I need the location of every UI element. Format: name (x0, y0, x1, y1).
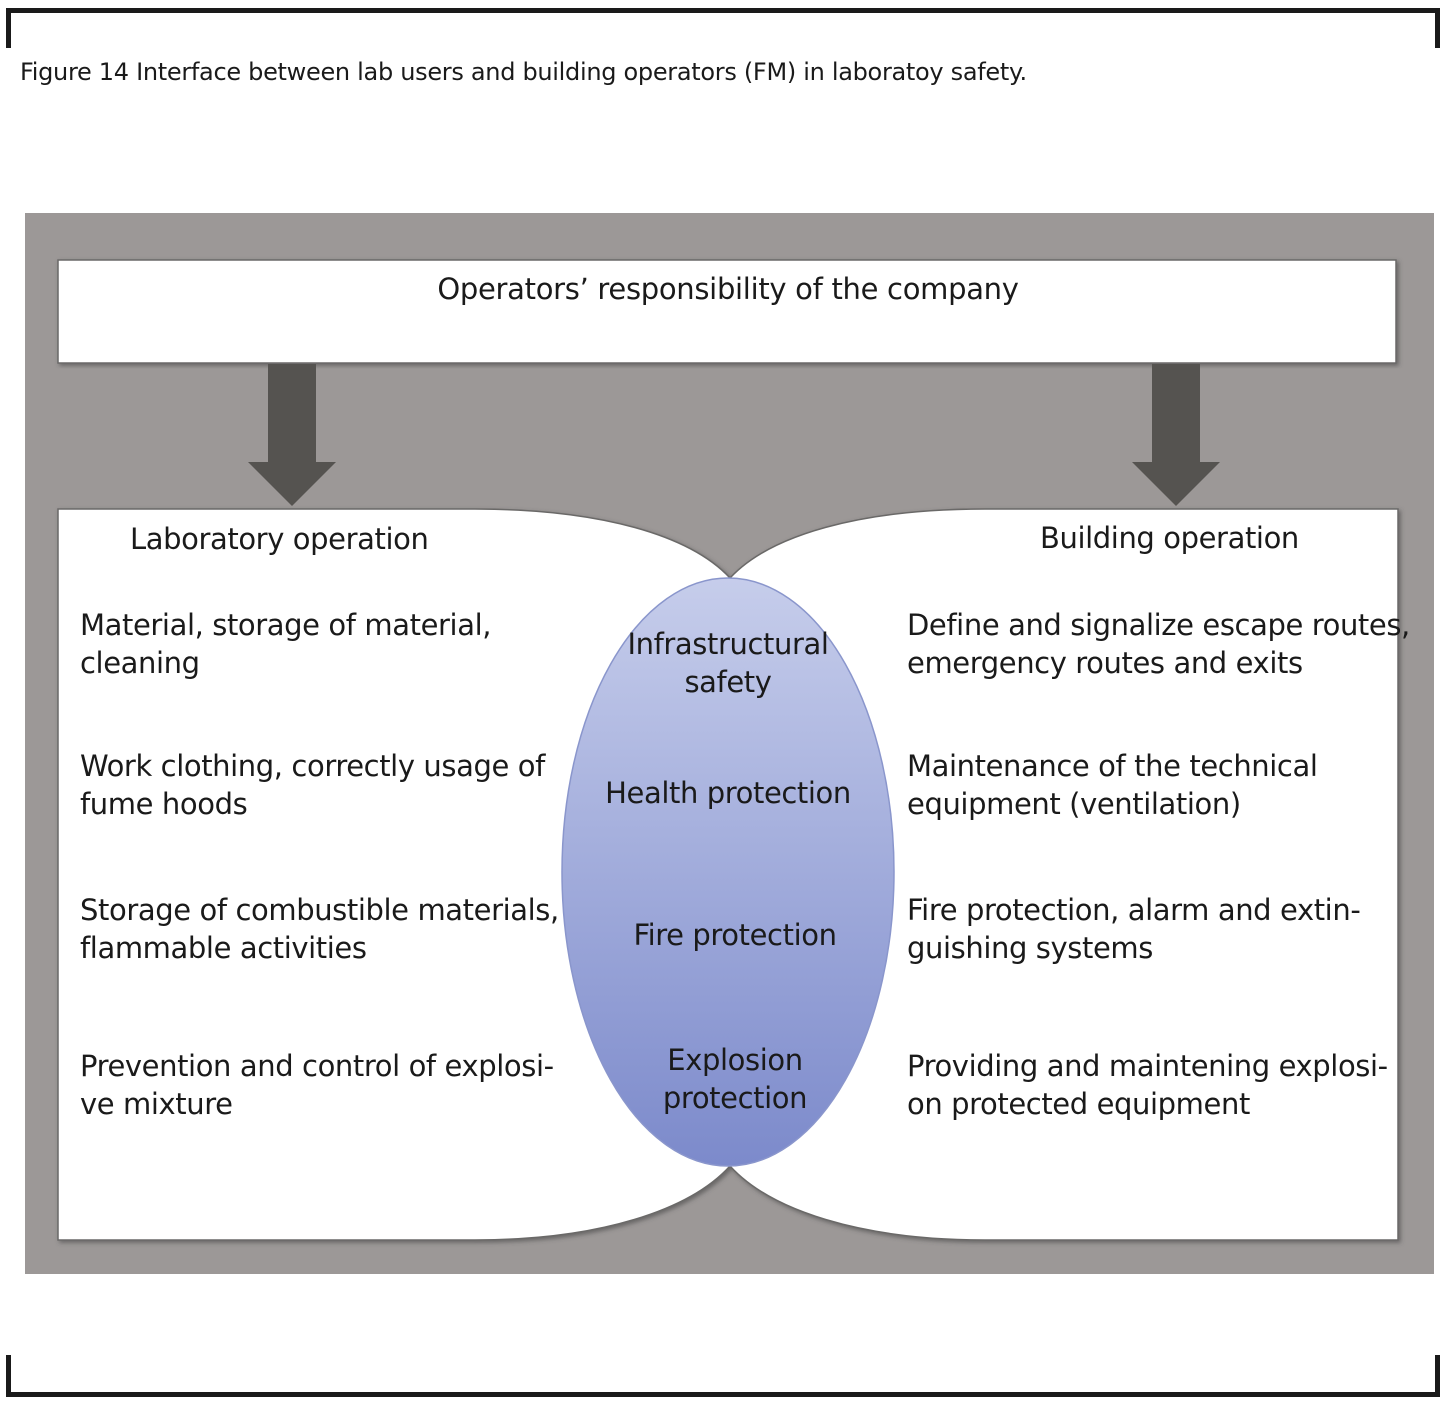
left-item-2-line-1: Work clothing, correctly usage of (80, 749, 545, 783)
right-panel-heading: Building operation (1040, 521, 1299, 555)
top-responsibility-box (57, 259, 1397, 364)
right-item-4-line-2: on protected equipment (907, 1087, 1250, 1121)
center-item-infrastructural-safety: Infrastructural safety (578, 625, 878, 701)
right-item-2-line-1: Maintenance of the technical (907, 749, 1318, 783)
right-down-arrow (1132, 364, 1220, 506)
left-item-2-line-2: fume hoods (80, 787, 248, 821)
left-down-arrow (248, 364, 336, 506)
center-item-4-line-1: Explosion (667, 1043, 803, 1077)
center-item-2-line-1: Health protection (605, 776, 851, 810)
top-bracket (6, 8, 1440, 48)
right-item-4: Providing and maintening explosi- on pro… (907, 1047, 1388, 1123)
center-item-fire-protection: Fire protection (585, 916, 885, 954)
center-ellipse (561, 577, 895, 1167)
left-item-1-line-1: Material, storage of material, (80, 608, 492, 642)
right-item-1: Define and signalize escape routes, emer… (907, 606, 1410, 682)
left-item-4: Prevention and control of explosi- ve mi… (80, 1047, 554, 1123)
center-item-1-line-2: safety (684, 665, 772, 699)
right-item-3-line-1: Fire protection, alarm and extin- (907, 893, 1361, 927)
center-item-3-line-1: Fire protection (633, 918, 837, 952)
right-item-1-line-2: emergency routes and exits (907, 646, 1303, 680)
left-item-3: Storage of combustible materials, flamma… (80, 891, 559, 967)
center-item-health-protection: Health protection (578, 774, 878, 812)
left-panel-heading: Laboratory operation (130, 522, 429, 556)
center-item-4-line-2: protection (662, 1081, 808, 1115)
right-item-4-line-1: Providing and maintening explosi- (907, 1049, 1388, 1083)
right-item-2-line-2: equipment (ventilation) (907, 787, 1241, 821)
center-item-1-line-1: Infrastructural (627, 627, 829, 661)
right-item-2: Maintenance of the technical equipment (… (907, 747, 1318, 823)
left-item-4-line-2: ve mixture (80, 1087, 233, 1121)
left-item-4-line-1: Prevention and control of explosi- (80, 1049, 554, 1083)
center-item-explosion-protection: Explosion protection (585, 1041, 885, 1117)
bottom-bracket (6, 1355, 1440, 1397)
right-item-3: Fire protection, alarm and extin- guishi… (907, 891, 1361, 967)
left-item-2: Work clothing, correctly usage of fume h… (80, 747, 545, 823)
right-item-1-line-1: Define and signalize escape routes, (907, 608, 1410, 642)
left-item-3-line-1: Storage of combustible materials, (80, 893, 559, 927)
top-box-label: Operators’ responsibility of the company (437, 272, 1019, 306)
left-item-1-line-2: cleaning (80, 646, 200, 680)
left-item-3-line-2: flammable activities (80, 931, 367, 965)
right-item-3-line-2: guishing systems (907, 931, 1153, 965)
left-item-1: Material, storage of material, cleaning (80, 606, 491, 682)
figure-caption: Figure 14 Interface between lab users an… (20, 58, 1027, 86)
